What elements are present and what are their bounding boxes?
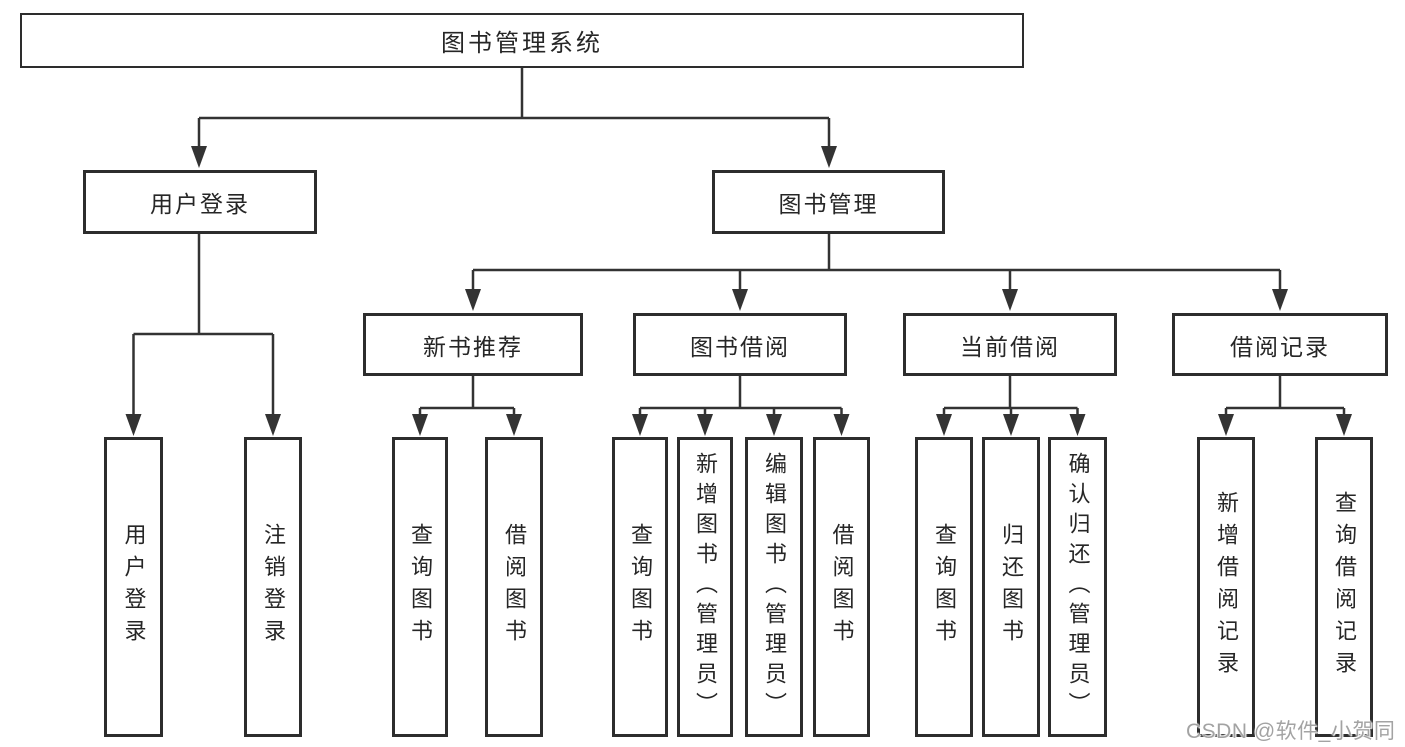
node-user-login-leaf: 用户登录 bbox=[104, 437, 163, 737]
node-book-management-branch: 图书管理 bbox=[712, 170, 945, 234]
node-root-library-system: 图书管理系统 bbox=[20, 13, 1024, 68]
node-borrow-records: 借阅记录 bbox=[1172, 313, 1388, 376]
csdn-watermark: CSDN @软件_小贺同学 bbox=[1186, 720, 1396, 743]
node-cb-confirm-return-admin: 确认归还（管理员） bbox=[1048, 437, 1107, 737]
node-user-login-branch: 用户登录 bbox=[83, 170, 317, 234]
node-br-add-record: 新增借阅记录 bbox=[1197, 437, 1255, 737]
node-current-borrow: 当前借阅 bbox=[903, 313, 1117, 376]
node-cb-query-book: 查询图书 bbox=[915, 437, 973, 737]
node-book-borrow: 图书借阅 bbox=[633, 313, 847, 376]
node-cb-return-book: 归还图书 bbox=[982, 437, 1040, 737]
node-bb-borrow-book: 借阅图书 bbox=[813, 437, 870, 737]
node-bb-query-book: 查询图书 bbox=[612, 437, 668, 737]
node-br-query-record: 查询借阅记录 bbox=[1315, 437, 1373, 737]
node-logout-leaf: 注销登录 bbox=[244, 437, 302, 737]
node-bb-add-book-admin: 新增图书（管理员） bbox=[677, 437, 733, 737]
node-new-book-recommend: 新书推荐 bbox=[363, 313, 583, 376]
node-bb-edit-book-admin: 编辑图书（管理员） bbox=[745, 437, 803, 737]
node-nb-query-book: 查询图书 bbox=[392, 437, 448, 737]
node-nb-borrow-book: 借阅图书 bbox=[485, 437, 543, 737]
